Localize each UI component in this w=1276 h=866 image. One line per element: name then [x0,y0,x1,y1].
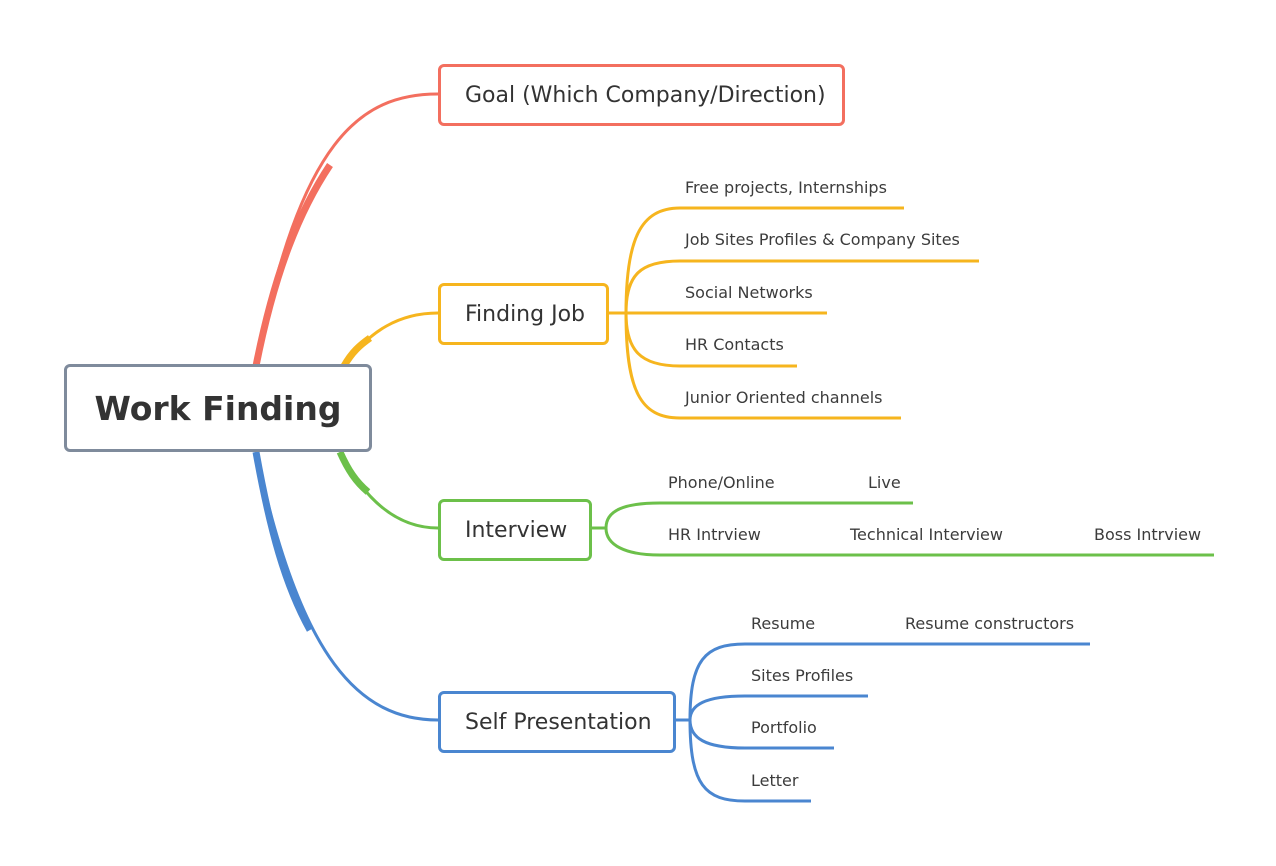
leaf-social-networks[interactable]: Social Networks [685,283,813,302]
leaf-technical-interview[interactable]: Technical Interview [850,525,1003,544]
connector-interview [338,451,439,530]
leaf-sites-profiles[interactable]: Sites Profiles [751,666,854,685]
finding-leaf-lines [608,206,979,420]
leaf-phone-online[interactable]: Phone/Online [668,473,775,492]
connector-finding-thick [340,335,373,368]
leaf-boss-interview[interactable]: Boss Intrview [1094,525,1202,544]
leaf-hr-interview[interactable]: HR Intrview [668,525,761,544]
self-leaf-lines [675,642,1090,803]
leaf-resume-constructors[interactable]: Resume constructors [905,614,1075,633]
leaf-junior-channels[interactable]: Junior Oriented channels [685,388,883,407]
connector-self [254,451,439,722]
leaf-free-projects[interactable]: Free projects, Internships [685,178,887,197]
leaf-resume[interactable]: Resume [751,614,816,633]
connector-interview-thick [336,450,371,495]
interview-leaf-lines [591,501,1214,557]
connector-goal-thick [252,163,333,367]
branch-self-presentation[interactable]: Self Presentation [438,691,676,753]
connector-finding [342,311,439,367]
branch-finding-job[interactable]: Finding Job [438,283,609,345]
leaf-portfolio[interactable]: Portfolio [751,718,817,737]
connector-self-thick [252,451,314,632]
branch-goal[interactable]: Goal (Which Company/Direction) [438,64,845,126]
branch-interview[interactable]: Interview [438,499,592,561]
connector-goal [254,92,439,367]
leaf-hr-contacts[interactable]: HR Contacts [685,335,784,354]
root-node[interactable]: Work Finding [64,364,372,452]
leaf-job-sites[interactable]: Job Sites Profiles & Company Sites [685,230,960,249]
leaf-letter[interactable]: Letter [751,771,799,790]
leaf-live[interactable]: Live [868,473,901,492]
